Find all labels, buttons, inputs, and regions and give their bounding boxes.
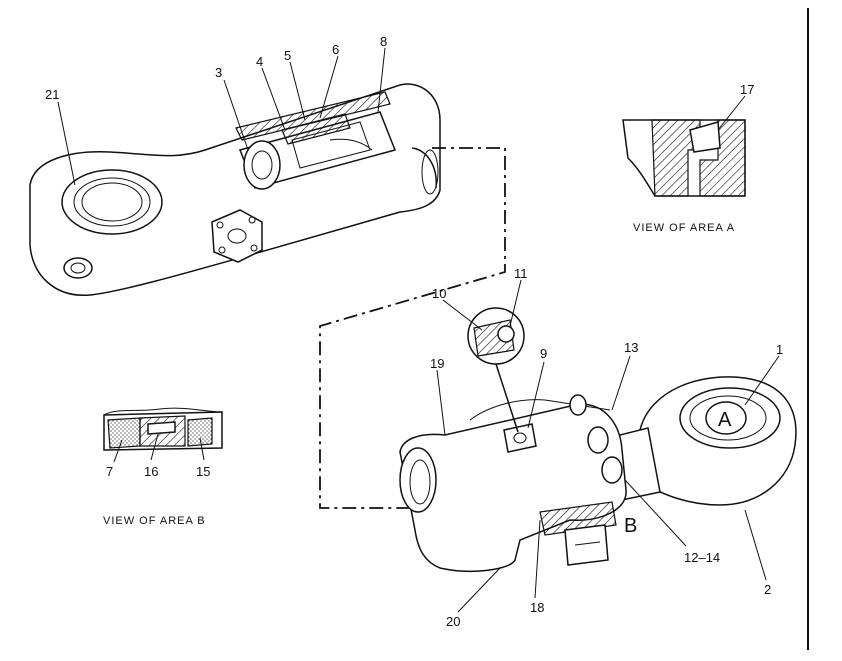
callout-2: 2 <box>764 582 771 597</box>
lower-cylinder-assembly <box>399 307 797 572</box>
view-area-b-detail <box>103 407 223 451</box>
callout-16: 16 <box>144 464 158 479</box>
callout-7: 7 <box>106 464 113 479</box>
view-area-a-detail <box>622 119 746 197</box>
callout-9: 9 <box>540 346 547 361</box>
bolt-14 <box>601 456 623 484</box>
callout-19: 19 <box>430 356 444 371</box>
head-bore-19 <box>399 447 437 513</box>
leader-bubble <box>495 363 519 433</box>
callout-3: 3 <box>215 65 222 80</box>
callout-8: 8 <box>380 34 387 49</box>
callout-13: 13 <box>624 340 638 355</box>
callout-labels: 21 3 4 5 6 8 17 10 11 9 13 19 1 7 16 15 … <box>45 34 783 629</box>
callout-21: 21 <box>45 87 59 102</box>
callout-1: 1 <box>776 342 783 357</box>
ball-11 <box>497 325 515 343</box>
wiper-16 <box>147 421 176 435</box>
caption-view-area-b: VIEW OF AREA B <box>103 515 206 527</box>
area-letter-b: B <box>624 515 637 537</box>
bolt-12 <box>587 426 609 454</box>
rod-end-face <box>243 140 281 190</box>
seal-15 <box>187 417 213 447</box>
callout-5: 5 <box>284 48 291 63</box>
callout-10: 10 <box>432 286 446 301</box>
callout-6: 6 <box>332 42 339 57</box>
area-letter-a: A <box>718 409 732 431</box>
callout-20: 20 <box>446 614 460 629</box>
callout-4: 4 <box>256 54 263 69</box>
leader-lines <box>57 47 780 613</box>
upper-rod-end-assembly <box>29 83 441 296</box>
assembly-connection-line <box>319 147 506 509</box>
grease-fitting-9 <box>503 423 537 453</box>
callout-11: 11 <box>514 266 528 281</box>
cutaway-section-top <box>235 91 391 141</box>
caption-view-area-a: VIEW OF AREA A <box>633 222 735 234</box>
area-a-circle <box>705 401 747 435</box>
bearing-bore-21 <box>61 169 163 235</box>
callout-17: 17 <box>740 82 754 97</box>
seal-7 <box>107 417 141 449</box>
callout-12-14: 12–14 <box>684 550 720 565</box>
grease-port <box>63 257 93 279</box>
callout-15: 15 <box>196 464 210 479</box>
callout-18: 18 <box>530 600 544 615</box>
